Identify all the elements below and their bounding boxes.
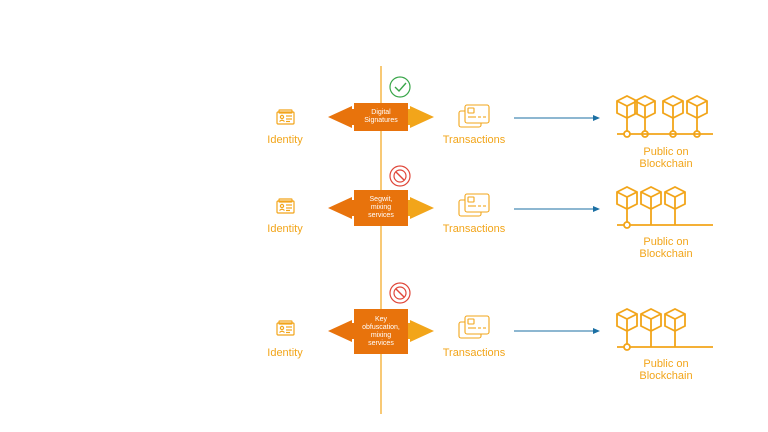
blockchain-icon bbox=[616, 94, 713, 138]
method-label: Key obfuscation, mixing services bbox=[362, 315, 400, 347]
double-arrow bbox=[328, 320, 434, 342]
identity-label: Identity bbox=[267, 347, 303, 359]
blockchain-icon bbox=[616, 307, 713, 351]
double-arrow bbox=[328, 106, 434, 128]
blockchain-icon bbox=[616, 185, 713, 229]
arrow-to-blockchain bbox=[514, 206, 600, 212]
identity-label: Identity bbox=[267, 223, 303, 235]
identity-card-icon bbox=[276, 320, 295, 336]
method-label: Segwit, mixing services bbox=[368, 196, 394, 219]
transactions-label: Transactions bbox=[442, 223, 506, 235]
blockchain-label: Public on Blockchain bbox=[639, 236, 693, 260]
prohibited-icon bbox=[389, 282, 411, 304]
method-box bbox=[354, 190, 408, 226]
transactions-label: Transactions bbox=[442, 134, 506, 146]
blockchain-label: Public on Blockchain bbox=[639, 146, 693, 170]
identity-label: Identity bbox=[267, 134, 303, 146]
transactions-card-icon bbox=[458, 104, 490, 128]
transactions-card-icon bbox=[458, 315, 490, 339]
prohibited-icon bbox=[389, 165, 411, 187]
arrow-to-blockchain bbox=[514, 115, 600, 121]
transactions-label: Transactions bbox=[442, 347, 506, 359]
transactions-card-icon bbox=[458, 193, 490, 217]
method-box bbox=[354, 309, 408, 354]
identity-card-icon bbox=[276, 109, 295, 125]
arrow-to-blockchain bbox=[514, 328, 600, 334]
blockchain-label: Public on Blockchain bbox=[639, 358, 693, 382]
double-arrow bbox=[328, 197, 434, 219]
method-box bbox=[354, 103, 408, 131]
method-label: Digital Signatures bbox=[364, 109, 398, 124]
check-circle-icon bbox=[389, 76, 411, 98]
identity-card-icon bbox=[276, 198, 295, 214]
